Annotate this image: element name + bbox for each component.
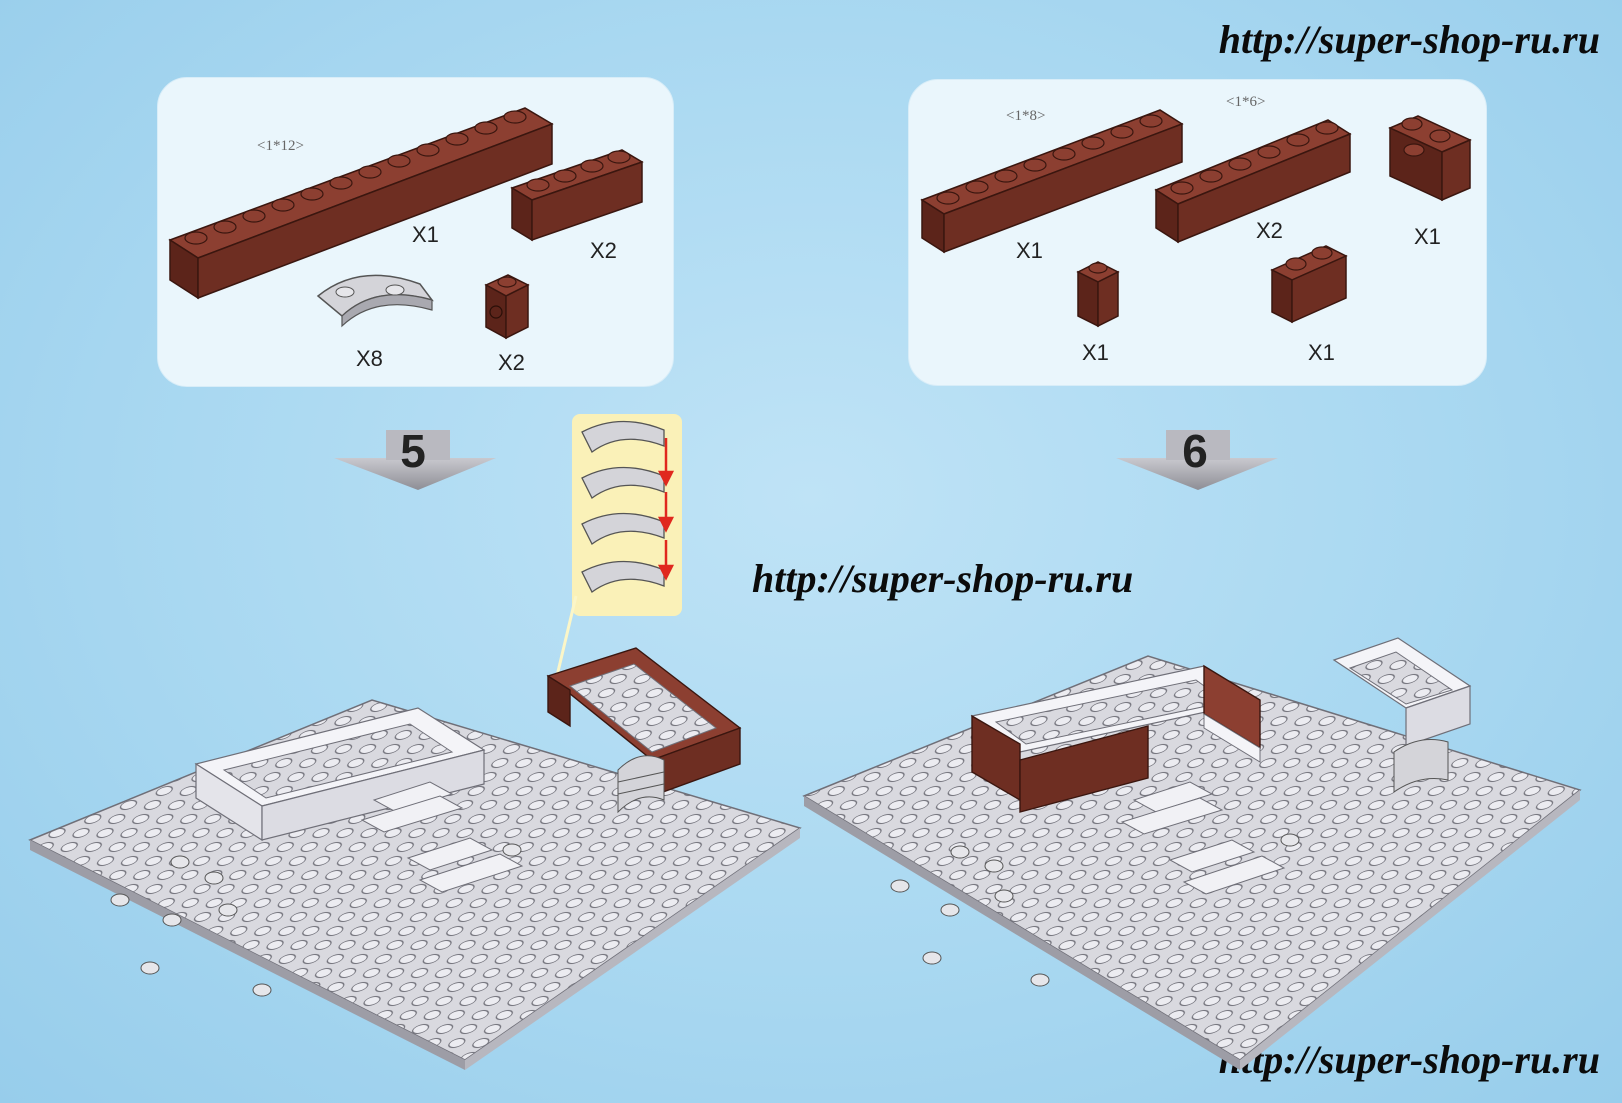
qty-brick-1x12: X1 (412, 222, 439, 247)
baseplate-step-5-icon (28, 647, 802, 1070)
brick-1x2-icon (1270, 245, 1348, 324)
qty-brick-1x8: X1 (1016, 238, 1043, 263)
brick-1x6-icon (1154, 119, 1352, 244)
brick-1x4-icon (510, 149, 644, 242)
size-label-1x8: <1*8> (1006, 108, 1046, 124)
step-5-arrow-icon (334, 430, 496, 490)
qty-brick-1x6: X2 (1256, 218, 1283, 243)
watermark-bottom: http://super-shop-ru.ru (1218, 1037, 1600, 1082)
step-number-5: 5 (400, 425, 426, 477)
qty-corner-brick: X1 (1414, 224, 1441, 249)
brick-1x8-icon (920, 109, 1184, 254)
qty-brick-1x2: X1 (1308, 340, 1335, 365)
baseplate-step-6-icon (802, 637, 1582, 1070)
step-6-arrow-icon (1116, 430, 1278, 490)
brick-1x1-stud-icon (484, 274, 530, 340)
qty-brick-1x1-stud: X2 (498, 350, 525, 375)
brick-1x1-icon (1076, 261, 1120, 328)
qty-brick-1x1: X1 (1082, 340, 1109, 365)
watermark-top: http://super-shop-ru.ru (1218, 17, 1600, 62)
size-label-1x12: <1*12> (257, 138, 304, 154)
stacked-curved-plates-icon (581, 420, 665, 593)
qty-brick-1x4: X2 (590, 238, 617, 263)
callout-pointer-icon (554, 595, 578, 681)
size-label-1x6: <1*6> (1226, 94, 1266, 110)
red-stack-arrows-icon (657, 438, 675, 581)
watermark-middle: http://super-shop-ru.ru (752, 556, 1134, 601)
corner-brick-icon (1388, 115, 1472, 202)
qty-curved-plate: X8 (356, 346, 383, 371)
curved-plate-icon (316, 274, 434, 328)
step-number-6: 6 (1182, 425, 1208, 477)
brick-1x12-icon (168, 107, 554, 300)
